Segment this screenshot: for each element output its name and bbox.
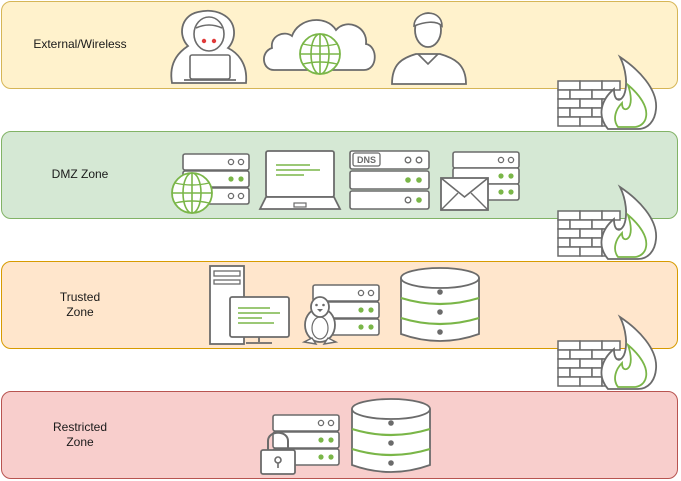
secure-server-icon (260, 414, 340, 475)
workstation-icon (209, 265, 290, 345)
firewall-icon-2 (557, 186, 658, 260)
user-icon (391, 12, 467, 85)
firewall-icon-1 (557, 56, 658, 130)
zone-label-dmz: DMZ Zone (51, 167, 109, 181)
cloud-internet-icon (263, 19, 376, 75)
dns-label: DNS (357, 155, 376, 165)
database-icon-trusted (399, 266, 481, 343)
web-server-icon (171, 153, 250, 214)
laptop-icon (258, 150, 342, 210)
lock-icon (260, 431, 296, 475)
zone-dmz (1, 131, 678, 219)
zone-label-trusted: Trusted Zone (59, 290, 101, 319)
hacker-icon (170, 9, 248, 84)
mail-server-icon (440, 151, 520, 211)
zone-label-restricted: Restricted Zone (52, 420, 108, 449)
dns-server-icon: DNS (349, 150, 430, 210)
database-icon-restricted (350, 397, 432, 474)
linux-penguin-icon (301, 296, 339, 345)
zone-label-external: External/Wireless (33, 37, 127, 51)
linux-server-icon (301, 284, 380, 345)
firewall-icon-3 (557, 316, 658, 390)
